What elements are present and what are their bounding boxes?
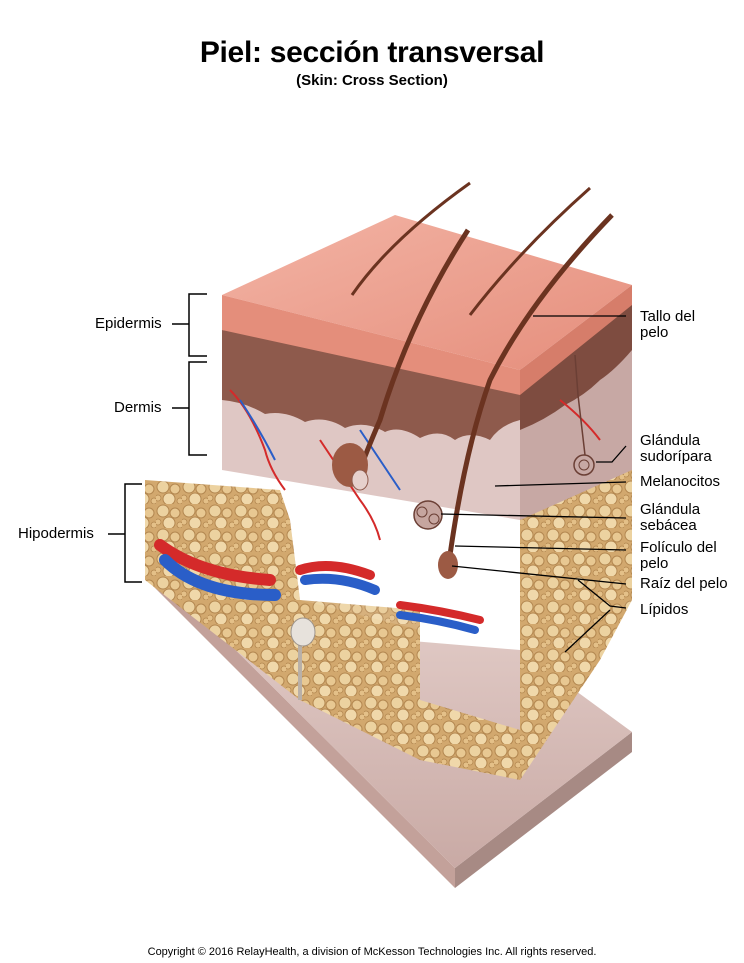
label-tallo-del-pelo: Tallo del pelo [640,308,696,341]
page-subtitle: (Skin: Cross Section) [296,72,448,89]
blood-vessels [154,389,601,634]
copyright-notice: Copyright © 2016 RelayHealth, a division… [147,946,597,958]
layer-brackets [108,293,207,583]
label-raiz-del-pelo: Raíz del pelo [640,575,728,592]
label-glandula-sudoripara: Glándula sudorípara [640,432,712,465]
label-melanocitos: Melanocitos [640,473,721,490]
hair-shafts [332,181,614,579]
label-epidermis: Epidermis [95,315,162,332]
leader-lines [440,315,627,653]
label-foliculo-del-pelo: Folículo del pelo [640,539,717,572]
glands [290,354,595,700]
label-hipodermis: Hipodermis [18,525,94,542]
label-dermis: Dermis [114,399,162,416]
page-title: Piel: sección transversal [199,36,545,69]
label-lipidos: Lípidos [640,601,689,618]
epidermis-layer [222,215,632,395]
label-glandula-sebacea: Glándula sebácea [640,501,701,534]
